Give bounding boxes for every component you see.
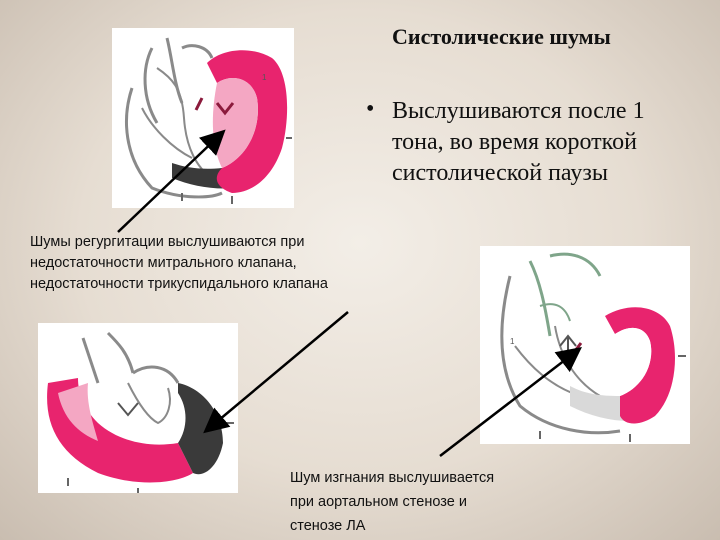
arrow-to-left-diagram bbox=[207, 312, 348, 430]
arrow-to-top-diagram bbox=[118, 133, 222, 232]
arrow-to-right-diagram bbox=[440, 350, 578, 456]
